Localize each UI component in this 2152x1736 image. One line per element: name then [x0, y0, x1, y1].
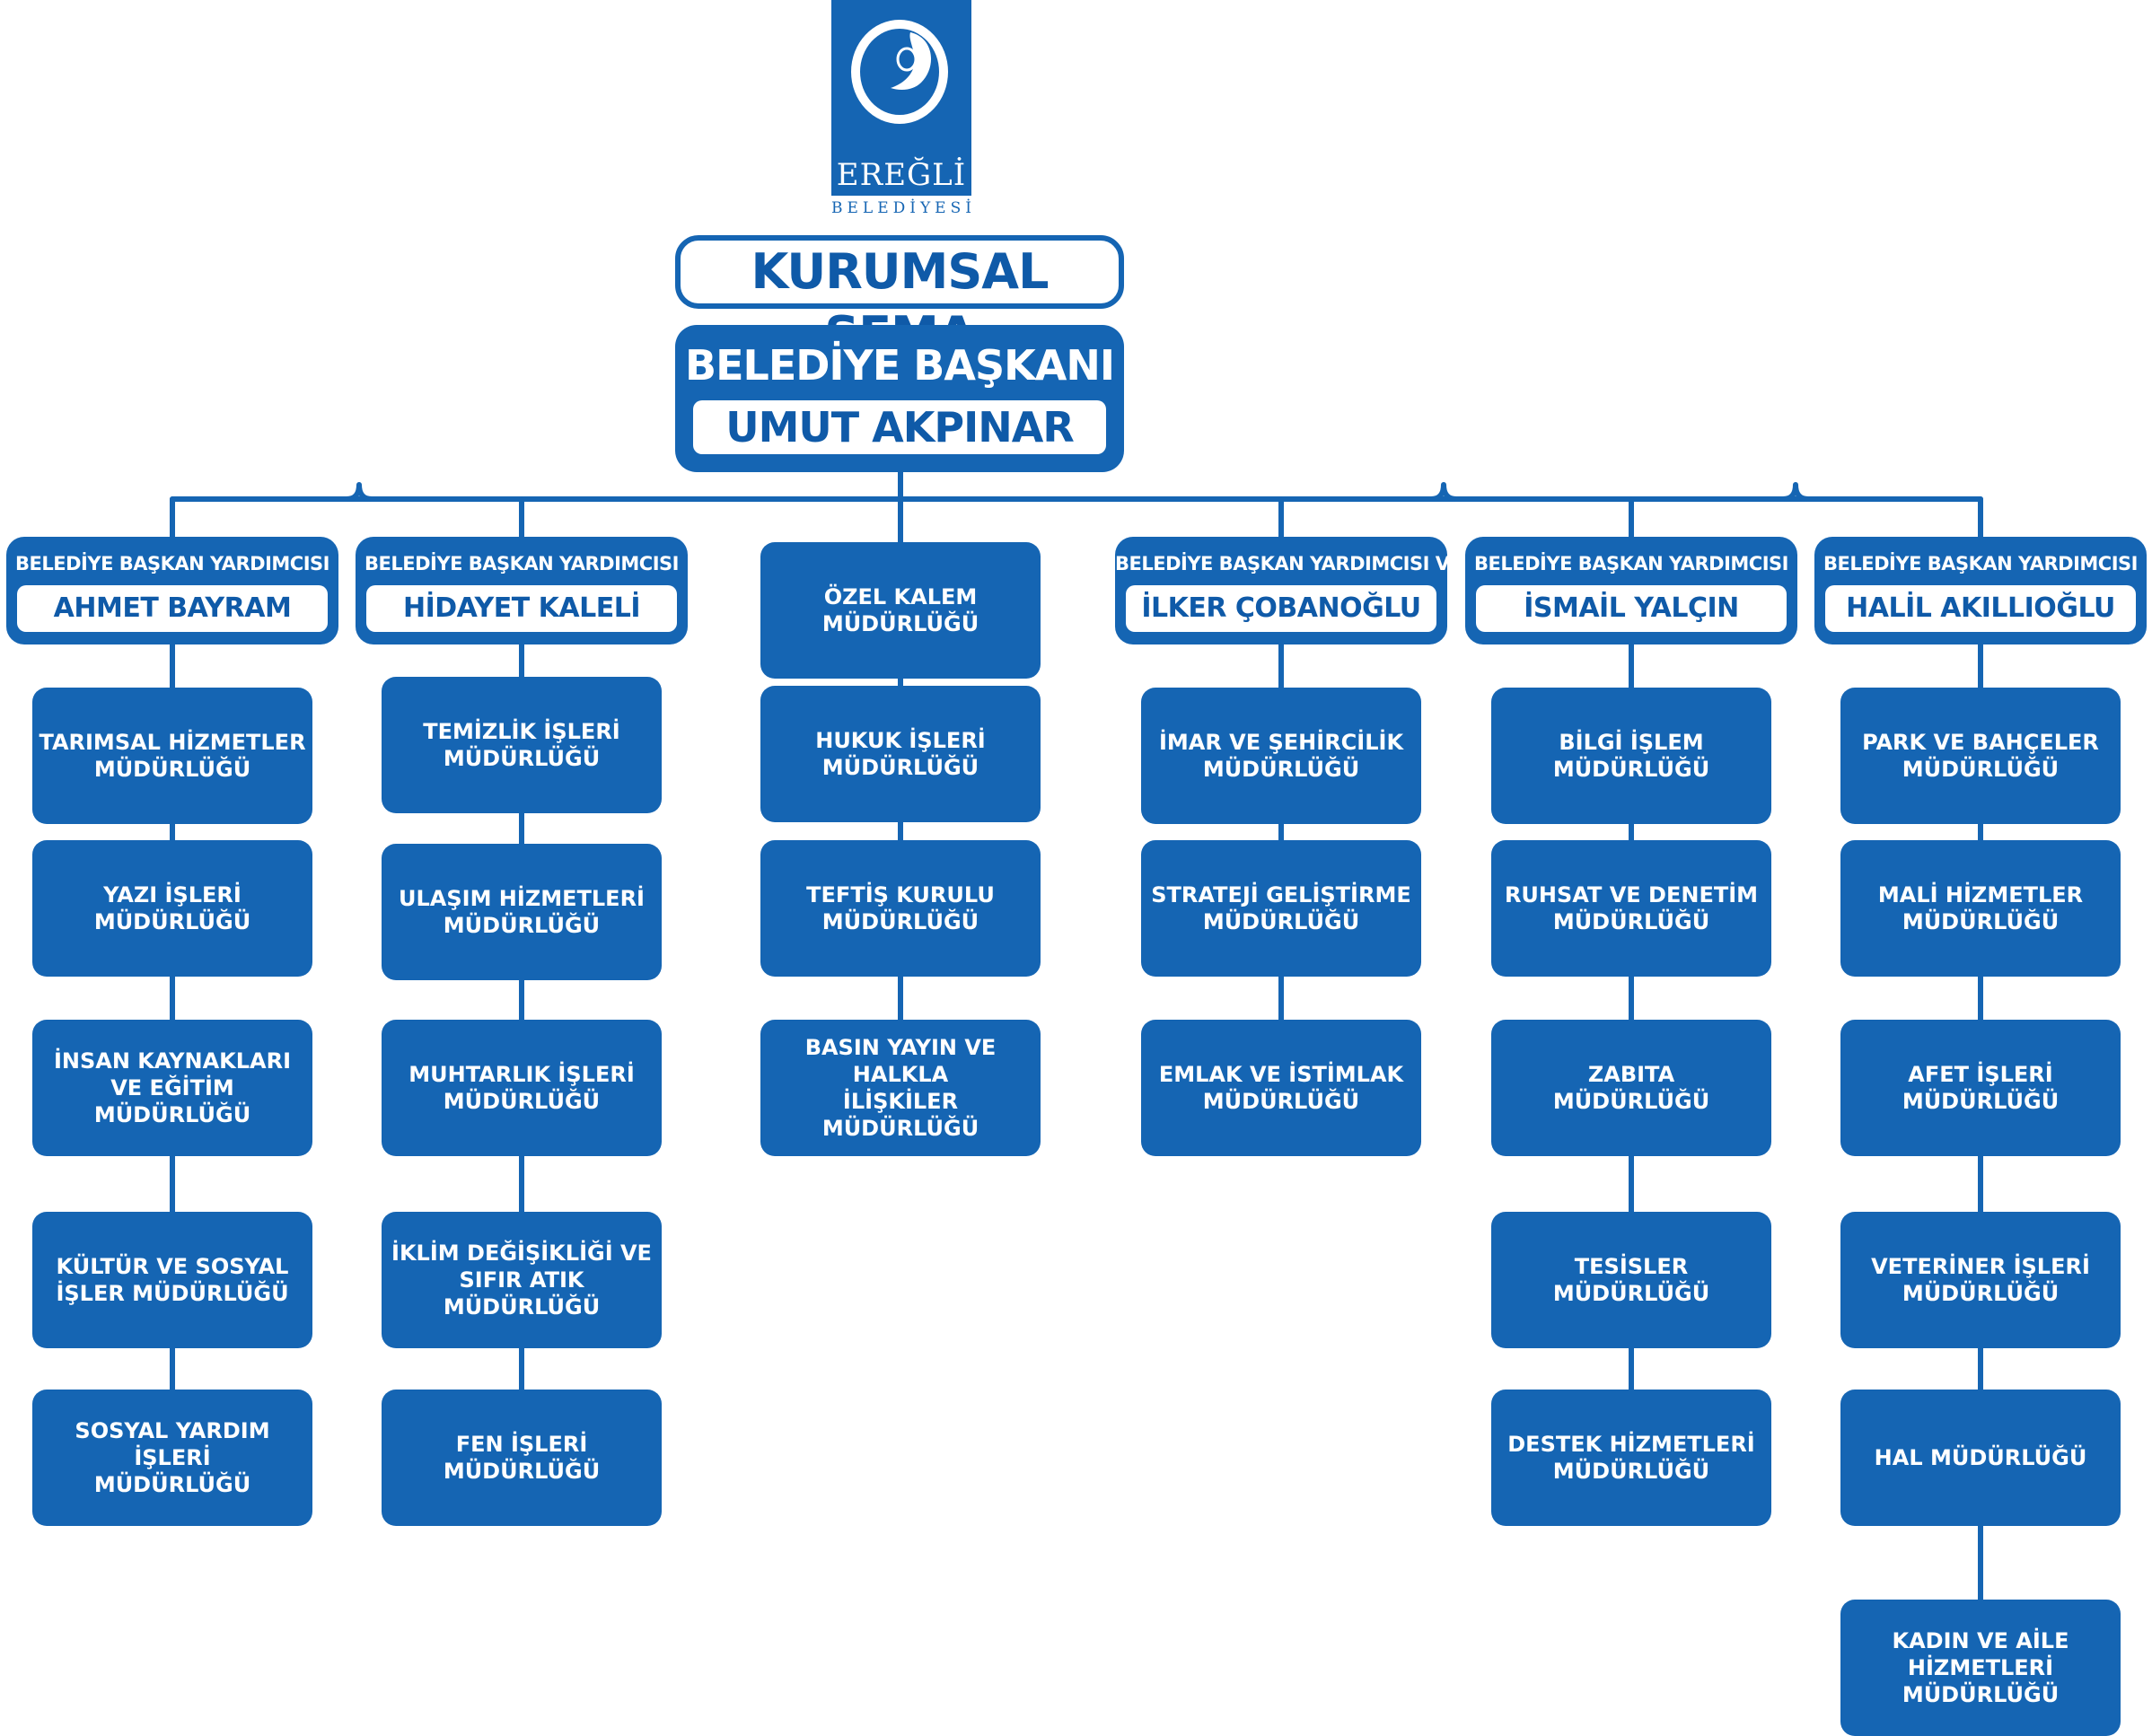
unit-box: BİLGİ İŞLEM MÜDÜRLÜĞÜ	[1491, 688, 1771, 824]
connector-brace	[346, 482, 373, 502]
connector-brace	[1430, 482, 1457, 502]
unit-box: PARK VE BAHÇELER MÜDÜRLÜĞÜ	[1840, 688, 2121, 824]
unit-box: İNSAN KAYNAKLARI VE EĞİTİM MÜDÜRLÜĞÜ	[32, 1020, 312, 1156]
unit-box: VETERİNER İŞLERİ MÜDÜRLÜĞÜ	[1840, 1212, 2121, 1348]
unit-box: KADIN VE AİLE HİZMETLERİ MÜDÜRLÜĞÜ	[1840, 1600, 2121, 1736]
deputy-title: BELEDİYE BAŞKAN YARDIMCISI	[1823, 553, 2138, 574]
connector-brace	[1782, 482, 1809, 502]
unit-box: BASIN YAYIN VE HALKLA İLİŞKİLER MÜDÜRLÜĞ…	[760, 1020, 1041, 1156]
unit-box: TESİSLER MÜDÜRLÜĞÜ	[1491, 1212, 1771, 1348]
deputy-name: HİDAYET KALELİ	[366, 585, 677, 632]
unit-box: DESTEK HİZMETLERİ MÜDÜRLÜĞÜ	[1491, 1390, 1771, 1526]
unit-box: MUHTARLIK İŞLERİ MÜDÜRLÜĞÜ	[382, 1020, 662, 1156]
deputy-name: AHMET BAYRAM	[17, 585, 328, 632]
mayor-box: BELEDİYE BAŞKANI UMUT AKPINAR	[675, 325, 1124, 472]
deputy-title: BELEDİYE BAŞKAN YARDIMCISI	[1474, 553, 1788, 574]
logo-name: EREĞLİ	[835, 154, 968, 196]
deputy-name: HALİL AKILLIOĞLU	[1825, 585, 2136, 632]
unit-box: RUHSAT VE DENETİM MÜDÜRLÜĞÜ	[1491, 840, 1771, 977]
unit-box: TEMİZLİK İŞLERİ MÜDÜRLÜĞÜ	[382, 677, 662, 813]
deputy-box: BELEDİYE BAŞKAN YARDIMCISI HİDAYET KALELİ	[356, 537, 688, 644]
unit-box: ULAŞIM HİZMETLERİ MÜDÜRLÜĞÜ	[382, 844, 662, 980]
unit-box: ZABITA MÜDÜRLÜĞÜ	[1491, 1020, 1771, 1156]
chart-title: KURUMSAL ŞEMA	[675, 235, 1124, 363]
unit-box: STRATEJİ GELİŞTİRME MÜDÜRLÜĞÜ	[1141, 840, 1421, 977]
deputy-title: BELEDİYE BAŞKAN YARDIMCISI	[365, 553, 679, 574]
unit-box: AFET İŞLERİ MÜDÜRLÜĞÜ	[1840, 1020, 2121, 1156]
unit-box: ÖZEL KALEM MÜDÜRLÜĞÜ	[760, 542, 1041, 679]
unit-box: TEFTİŞ KURULU MÜDÜRLÜĞÜ	[760, 840, 1041, 977]
deputy-name: İSMAİL YALÇIN	[1476, 585, 1787, 632]
unit-box: SOSYAL YARDIM İŞLERİ MÜDÜRLÜĞÜ	[32, 1390, 312, 1526]
deputy-title: BELEDİYE BAŞKAN YARDIMCISI V.	[1115, 553, 1454, 574]
unit-box: İKLİM DEĞİŞİKLİĞİ VE SIFIR ATIK MÜDÜRLÜĞ…	[382, 1212, 662, 1348]
mayor-name: UMUT AKPINAR	[693, 400, 1106, 454]
unit-box: YAZI İŞLERİ MÜDÜRLÜĞÜ	[32, 840, 312, 977]
unit-box: TARIMSAL HİZMETLER MÜDÜRLÜĞÜ	[32, 688, 312, 824]
deputy-box: BELEDİYE BAŞKAN YARDIMCISI V. İLKER ÇOBAN…	[1115, 537, 1454, 644]
unit-box: EMLAK VE İSTİMLAK MÜDÜRLÜĞÜ	[1141, 1020, 1421, 1156]
deputy-box: BELEDİYE BAŞKAN YARDIMCISI İSMAİL YALÇIN	[1465, 537, 1797, 644]
unit-box: FEN İŞLERİ MÜDÜRLÜĞÜ	[382, 1390, 662, 1526]
mayor-title: BELEDİYE BAŞKANI	[685, 341, 1115, 390]
deputy-name: İLKER ÇOBANOĞLU	[1126, 585, 1436, 632]
unit-box: MALİ HİZMETLER MÜDÜRLÜĞÜ	[1840, 840, 2121, 977]
deputy-title: BELEDİYE BAŞKAN YARDIMCISI	[15, 553, 329, 574]
unit-box: İMAR VE ŞEHİRCİLİK MÜDÜRLÜĞÜ	[1141, 688, 1421, 824]
deputy-box: BELEDİYE BAŞKAN YARDIMCISI AHMET BAYRAM	[6, 537, 338, 644]
municipality-logo: EREĞLİ BELEDİYESİ	[831, 0, 971, 217]
logo-emblem-icon	[851, 20, 948, 124]
unit-box: HAL MÜDÜRLÜĞÜ	[1840, 1390, 2121, 1526]
deputy-box: BELEDİYE BAŞKAN YARDIMCISI HALİL AKILLIOĞ…	[1814, 537, 2147, 644]
unit-box: KÜLTÜR VE SOSYAL İŞLER MÜDÜRLÜĞÜ	[32, 1212, 312, 1348]
unit-box: HUKUK İŞLERİ MÜDÜRLÜĞÜ	[760, 686, 1041, 822]
logo-subtitle: BELEDİYESİ	[831, 199, 976, 217]
